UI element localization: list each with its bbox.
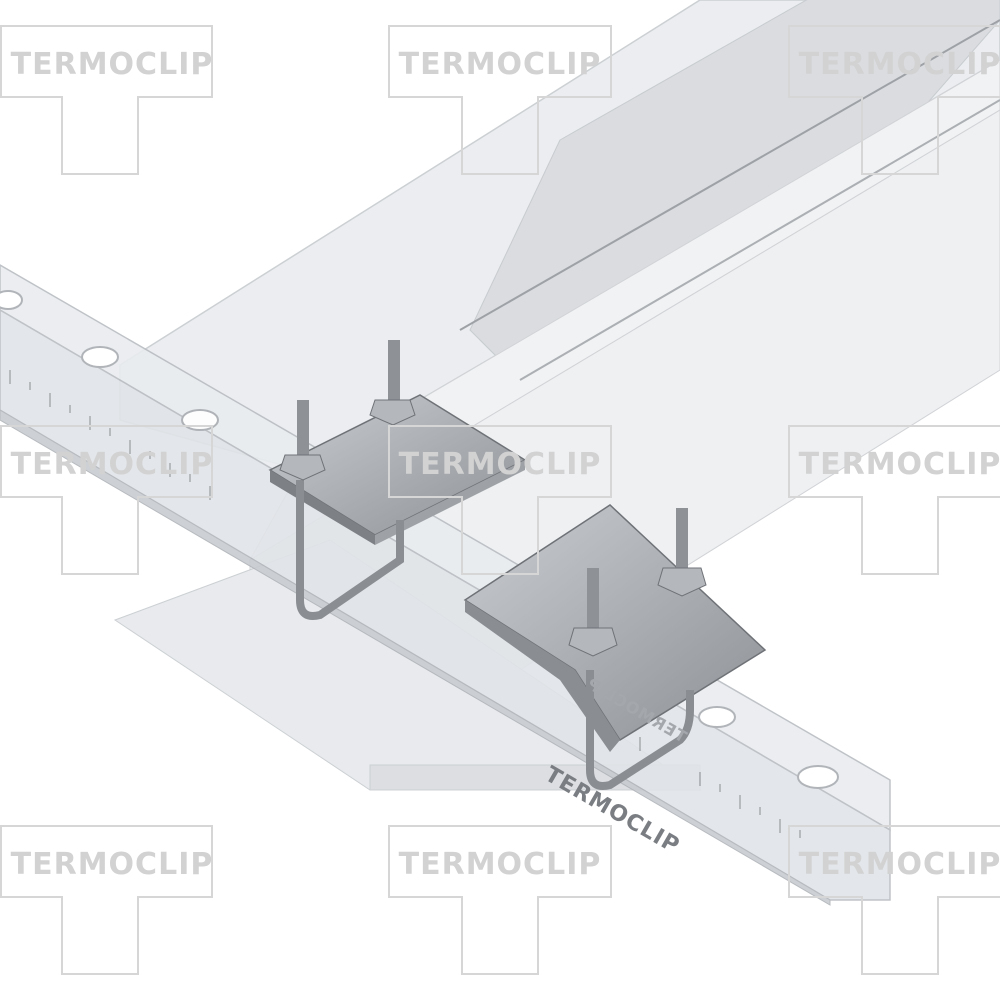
watermark-text: TERMOCLIP <box>10 447 214 482</box>
watermark: TERMOCLIP <box>388 825 612 975</box>
watermark-text: TERMOCLIP <box>10 847 214 882</box>
watermark-text: TERMOCLIP <box>398 847 602 882</box>
watermark: TERMOCLIP <box>0 825 224 975</box>
watermark: TERMOCLIP <box>788 825 1000 975</box>
beam-clamp-upper <box>268 340 527 620</box>
watermark: TERMOCLIP <box>0 425 224 575</box>
watermark: TERMOCLIP <box>788 25 1000 175</box>
watermark-text: TERMOCLIP <box>798 847 1000 882</box>
watermark: TERMOCLIP <box>0 25 224 175</box>
watermark: TERMOCLIP <box>388 25 612 175</box>
watermark: TERMOCLIP <box>788 425 1000 575</box>
beam-clamp-lower <box>463 504 767 790</box>
watermark: TERMOCLIP <box>388 425 612 575</box>
watermark-text: TERMOCLIP <box>398 47 602 82</box>
watermark-text: TERMOCLIP <box>798 447 1000 482</box>
watermark-text: TERMOCLIP <box>798 47 1000 82</box>
watermark-text: TERMOCLIP <box>398 447 602 482</box>
watermark-text: TERMOCLIP <box>10 47 214 82</box>
